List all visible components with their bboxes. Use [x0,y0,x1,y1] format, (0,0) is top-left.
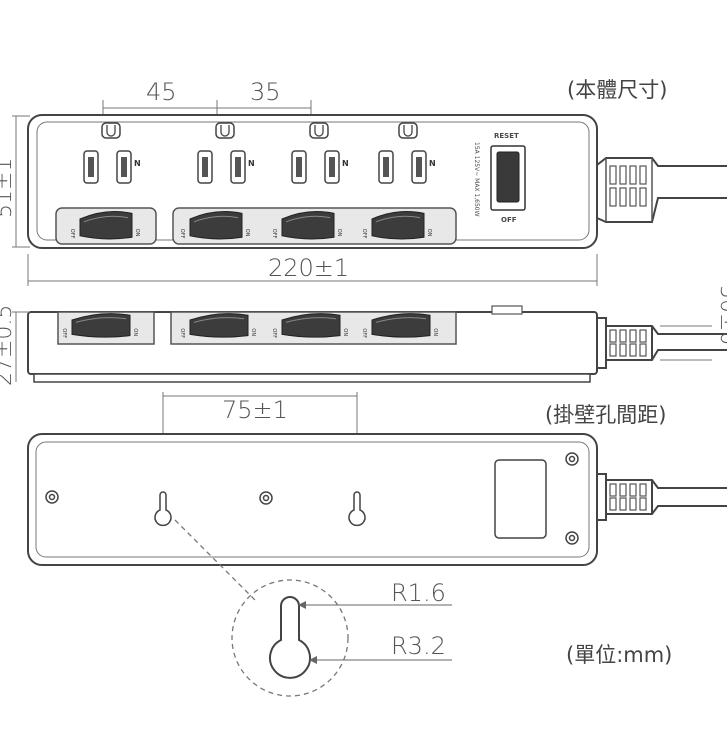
radius-small-label: R1.6 [391,579,446,607]
outlet-3: N [291,122,349,184]
height-label: 27±0.5 [0,304,17,386]
keyhole-left [154,491,172,527]
svg-text:OFF: OFF [61,328,67,338]
reset-rocker [496,151,520,203]
note-wall-hole-spacing: (掛壁孔間距) [545,403,667,427]
hole-spacing-label: 75±1 [222,396,288,424]
ground-pin-icon [309,122,329,139]
svg-text:ON: ON [250,328,256,336]
neutral-slot-icon [230,150,246,184]
svg-text:ON: ON [342,328,348,336]
live-slot-icon [197,150,213,184]
rocker-switch-2: OFF ON [179,211,250,240]
right-dim-label: 50±0 [715,285,727,346]
rocker-switch-1: OFF ON [69,211,140,240]
note-body-dimensions: (本體尺寸) [567,78,668,102]
spacing-a-label: 45 [146,78,177,106]
rocker-switch-side-1: OFF ON [61,313,138,338]
spacing-b-label: 35 [250,78,281,106]
keyhole-right [348,491,366,527]
rocker-switch-side-2: OFF ON [179,313,256,338]
power-cord-side [597,317,727,369]
outlet-2: N [197,122,255,184]
power-cord-bottom [597,473,727,521]
note-unit: (單位:mm) [566,643,673,667]
live-slot-icon [83,150,99,184]
svg-text:ON: ON [336,229,342,237]
svg-text:ON: ON [432,328,438,336]
ground-pin-icon [398,122,418,139]
neutral-mark: N [248,159,255,168]
outlet-4: N [378,122,436,184]
label-panel [494,459,547,539]
svg-text:OFF: OFF [179,229,185,239]
svg-text:OFF: OFF [361,328,367,338]
outlet-1: N [83,122,141,184]
ground-pin-icon [101,122,121,139]
rocker-switch-side-3: OFF ON [271,313,348,338]
rocker-switch-side-4: OFF ON [361,313,438,338]
rocker-switch-4: OFF ON [361,211,432,240]
rocker-switches-side: OFF ON OFF ON OFF ON OFF ON [61,313,438,338]
neutral-mark: N [134,159,141,168]
neutral-slot-icon [116,150,132,184]
rating-label: 15A 125V~ MAX 1,650W [473,142,480,217]
live-slot-icon [291,150,307,184]
ground-pin-icon [215,122,235,139]
rocker-switches-top: OFF ON OFF ON OFF ON OFF ON [69,211,432,240]
length-label: 220±1 [268,254,350,282]
svg-text:OFF: OFF [271,229,277,239]
svg-text:ON: ON [134,229,140,237]
neutral-mark: N [429,159,436,168]
svg-text:OFF: OFF [361,229,367,239]
svg-text:ON: ON [426,229,432,237]
length-dimension [27,254,598,286]
reset-label: RESET [494,132,519,140]
width-label: 51±1 [0,157,17,218]
svg-text:ON: ON [132,328,138,336]
rocker-switch-3: OFF ON [271,211,342,240]
bottom-view [27,392,727,697]
radius-large-label: R3.2 [391,632,446,660]
neutral-slot-icon [324,150,340,184]
detail-circle [231,579,349,697]
reset-off-label: OFF [501,216,517,224]
keyhole-detail [269,596,311,679]
neutral-mark: N [342,159,349,168]
live-slot-icon [378,150,394,184]
strip-body-bottom [27,433,598,566]
svg-text:OFF: OFF [69,229,75,239]
screw-holes [45,452,579,545]
neutral-slot-icon [411,150,427,184]
svg-text:OFF: OFF [271,328,277,338]
svg-text:ON: ON [244,229,250,237]
svg-text:OFF: OFF [179,328,185,338]
